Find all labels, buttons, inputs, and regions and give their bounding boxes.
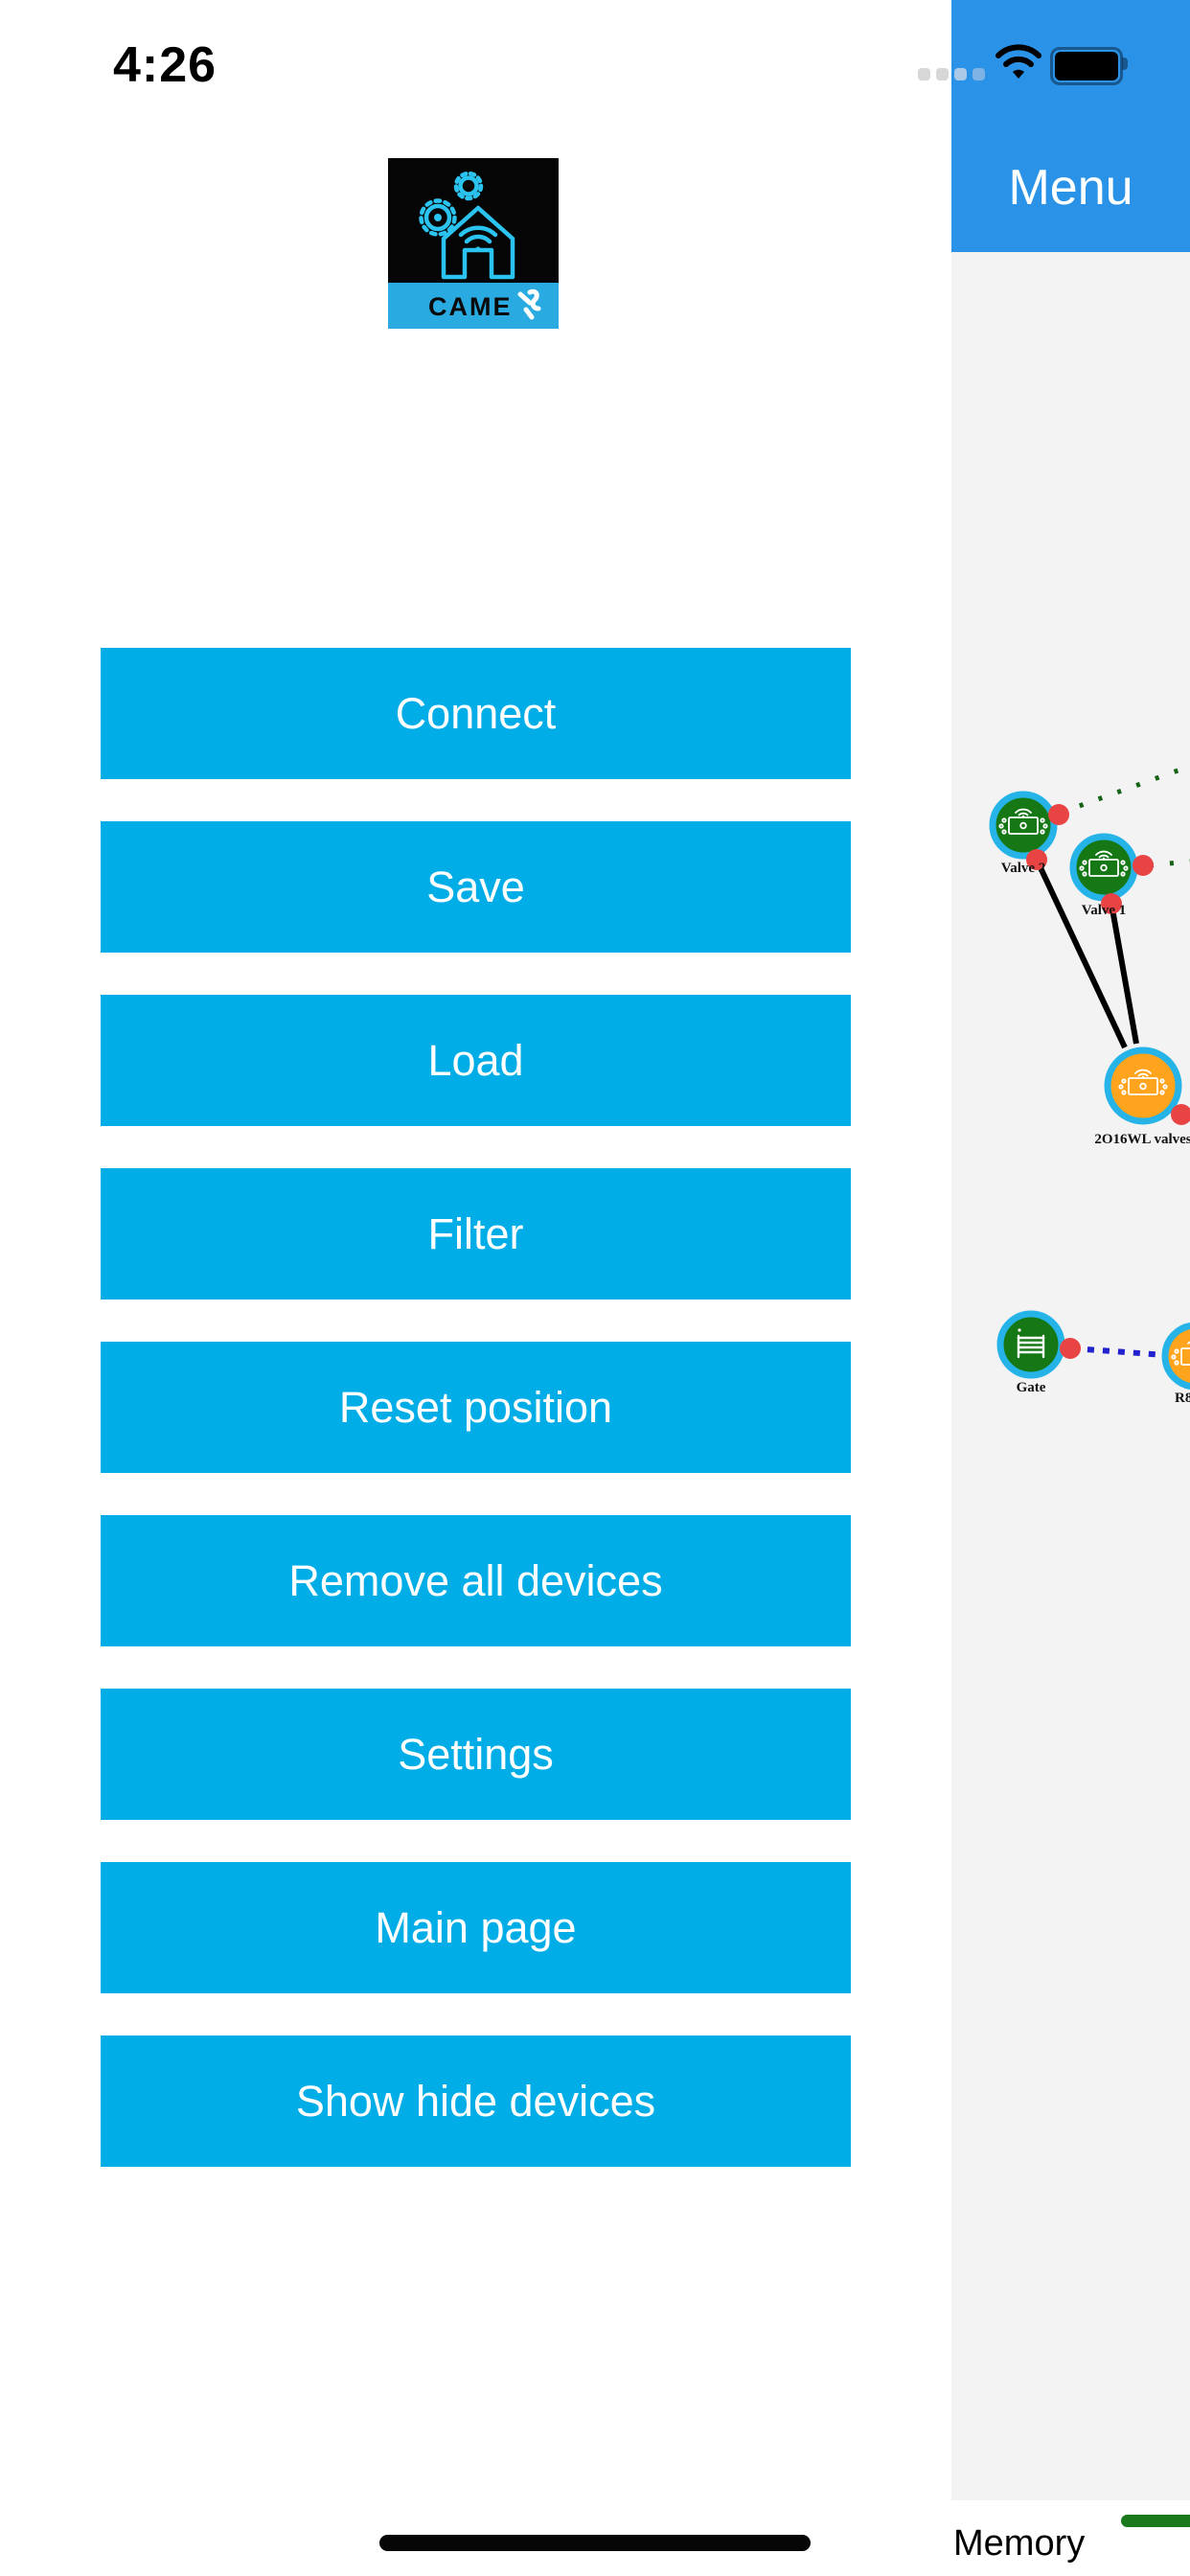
connection-port-dot [1060,1338,1081,1359]
home-indicator[interactable] [379,2535,811,2551]
battery-nub [1122,58,1128,70]
menu-button-save[interactable]: Save [101,821,851,953]
graph-edge-solid [1034,858,1128,1049]
menu-button-connect[interactable]: Connect [101,648,851,779]
status-bar-time: 4:26 [113,37,217,93]
device-node-label: Gate [1017,1380,1046,1395]
connection-port-dot [1048,804,1069,825]
menu-button-filter[interactable]: Filter [101,1168,851,1300]
device-node-gate[interactable] [996,1310,1065,1379]
memory-label: Memory [953,2523,1086,2564]
device-graph-canvas[interactable]: Valve 2 Valve 1 2O16WL valvesGateR8L [951,252,1190,2500]
menu-button-reset-position[interactable]: Reset position [101,1342,851,1473]
device-node-valve-2[interactable] [989,791,1058,860]
wifi-icon [995,42,1042,80]
device-node-label: R8L [1175,1391,1190,1406]
menu-button-load[interactable]: Load [101,995,851,1126]
connection-port-dot [1171,1104,1190,1125]
page-title: Menu [1008,160,1133,216]
came-logo: CAME [388,158,559,329]
device-graph: Valve 2 Valve 1 2O16WL valvesGateR8L [989,763,1190,1406]
app-footer [951,2500,1190,2576]
menu-button-show-hide-devices[interactable]: Show hide devices [101,2036,851,2167]
battery-icon [1050,47,1123,85]
device-node-r8l[interactable] [1161,1322,1190,1390]
graph-edge-dashed [1149,859,1190,868]
came-key-glyph [517,288,541,320]
device-node-label: 2O16WL valves [1094,1132,1190,1147]
device-node-label: Valve 2 [1001,861,1046,876]
came-brand-text: CAME [428,292,513,321]
signal-dot [936,68,949,80]
device-node-2o16wl-valves[interactable] [1104,1046,1182,1125]
came-smart-home-logo-icon: CAME [388,158,559,329]
connection-port-dot [1101,893,1122,914]
menu-button-remove-all-devices[interactable]: Remove all devices [101,1515,851,1646]
signal-dot [918,68,930,80]
graph-edge-dashed [1060,763,1190,816]
connection-port-dot [1026,849,1047,870]
menu-button-settings[interactable]: Settings [101,1689,851,1820]
device-node-label: Valve 1 [1082,903,1127,918]
memory-indicator-bar [1121,2515,1190,2527]
graph-edge-dashed [1071,1346,1167,1358]
app-header: Menu [951,0,1190,252]
signal-dot [973,68,985,80]
connection-port-dot [1133,855,1154,876]
menu-button-main-page[interactable]: Main page [101,1862,851,1993]
graph-edge-solid [1109,903,1139,1045]
signal-dot [954,68,967,80]
